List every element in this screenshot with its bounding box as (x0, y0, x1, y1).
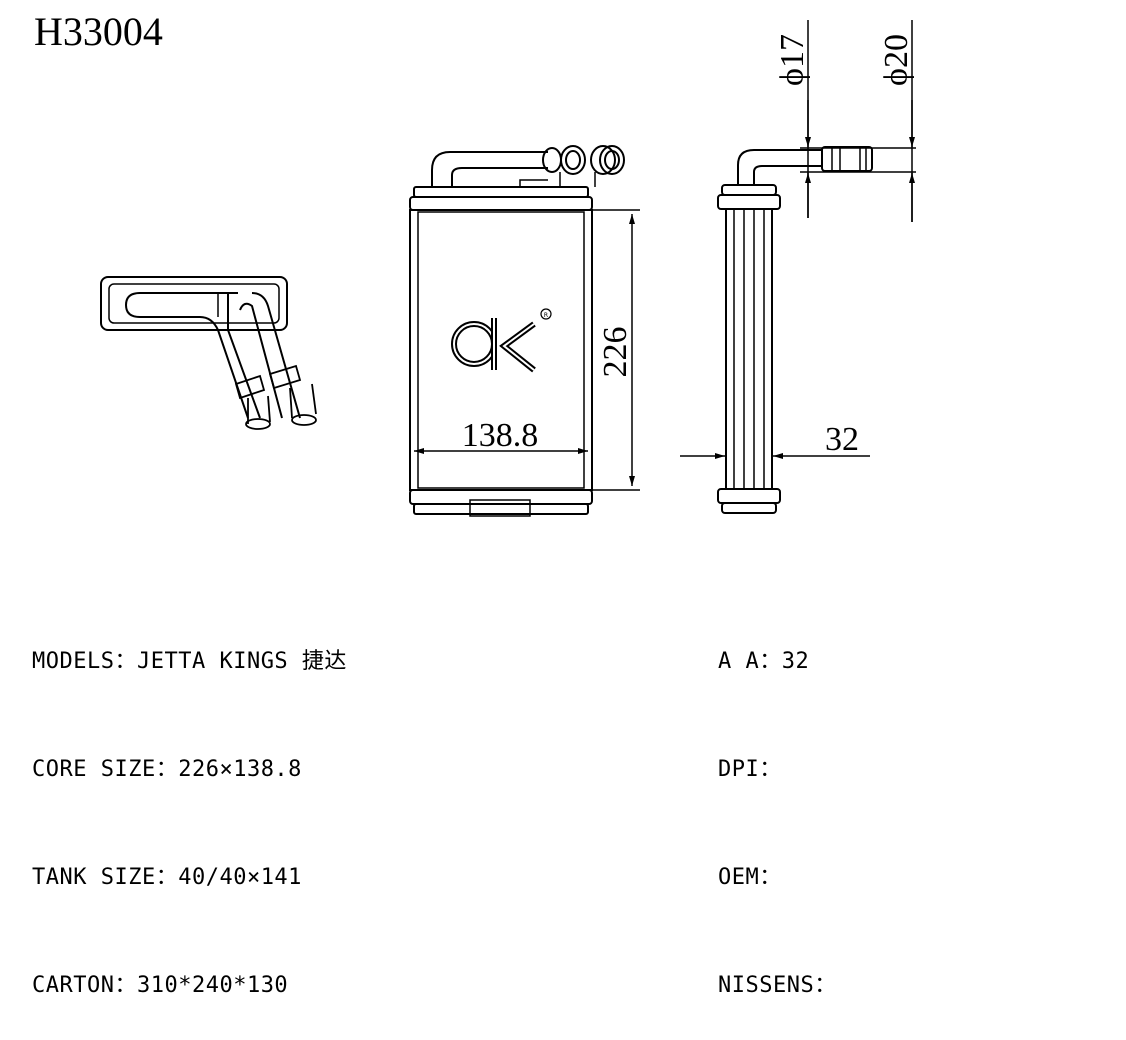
spec-row-tank-size: TANK SIZE：40/40×141 (32, 860, 347, 896)
spec-row-dpi: DPI： (718, 752, 837, 788)
registered-mark: R (544, 312, 548, 319)
spec-row-models: MODELS：JETTA KINGS 捷达 (32, 644, 347, 680)
specs-right: A A：32 DPI： OEM： NISSENS： (718, 572, 837, 1040)
spec-label: NISSENS： (718, 973, 837, 998)
spec-value: 40/40×141 (178, 865, 302, 890)
spec-row-core-size: CORE SIZE：226×138.8 (32, 752, 347, 788)
spec-label: CARTON： (32, 973, 137, 998)
spec-row-aa: A A：32 (718, 644, 837, 680)
side-view (717, 146, 873, 514)
pipe-large-label: ϕ20 (878, 34, 915, 86)
spec-label: CORE SIZE： (32, 757, 179, 782)
spec-label: TANK SIZE： (32, 865, 179, 890)
spec-label: DPI： (718, 757, 782, 782)
spec-value: 32 (781, 649, 810, 674)
top-view (100, 276, 317, 430)
spec-label: OEM： (718, 865, 782, 890)
spec-row-carton: CARTON：310*240*130 (32, 968, 347, 1004)
part-number-title: H33004 (34, 9, 163, 54)
width-label: 138.8 (462, 417, 539, 454)
pipe-small-label: ϕ17 (774, 34, 811, 86)
technical-drawing: R CK 226 138.8 (0, 0, 916, 517)
spec-row-oem: OEM： (718, 860, 837, 896)
height-dimension (592, 209, 640, 491)
spec-value: JETTA KINGS 捷达 (136, 649, 347, 674)
spec-value: 310*240*130 (136, 973, 289, 998)
spec-value: 226×138.8 (178, 757, 302, 782)
front-view (409, 145, 625, 517)
height-label: 226 (597, 327, 634, 378)
spec-row-nissens: NISSENS： (718, 968, 837, 1004)
spec-label: A A： (718, 649, 782, 674)
brand-mark: CK (0, 0, 2, 1)
pipe-diameter-dimensions (800, 20, 916, 222)
specs-left: MODELS：JETTA KINGS 捷达 CORE SIZE：226×138.… (32, 572, 347, 1040)
depth-label: 32 (825, 421, 859, 458)
ck-logo (451, 308, 552, 373)
spec-label: MODELS： (32, 649, 137, 674)
